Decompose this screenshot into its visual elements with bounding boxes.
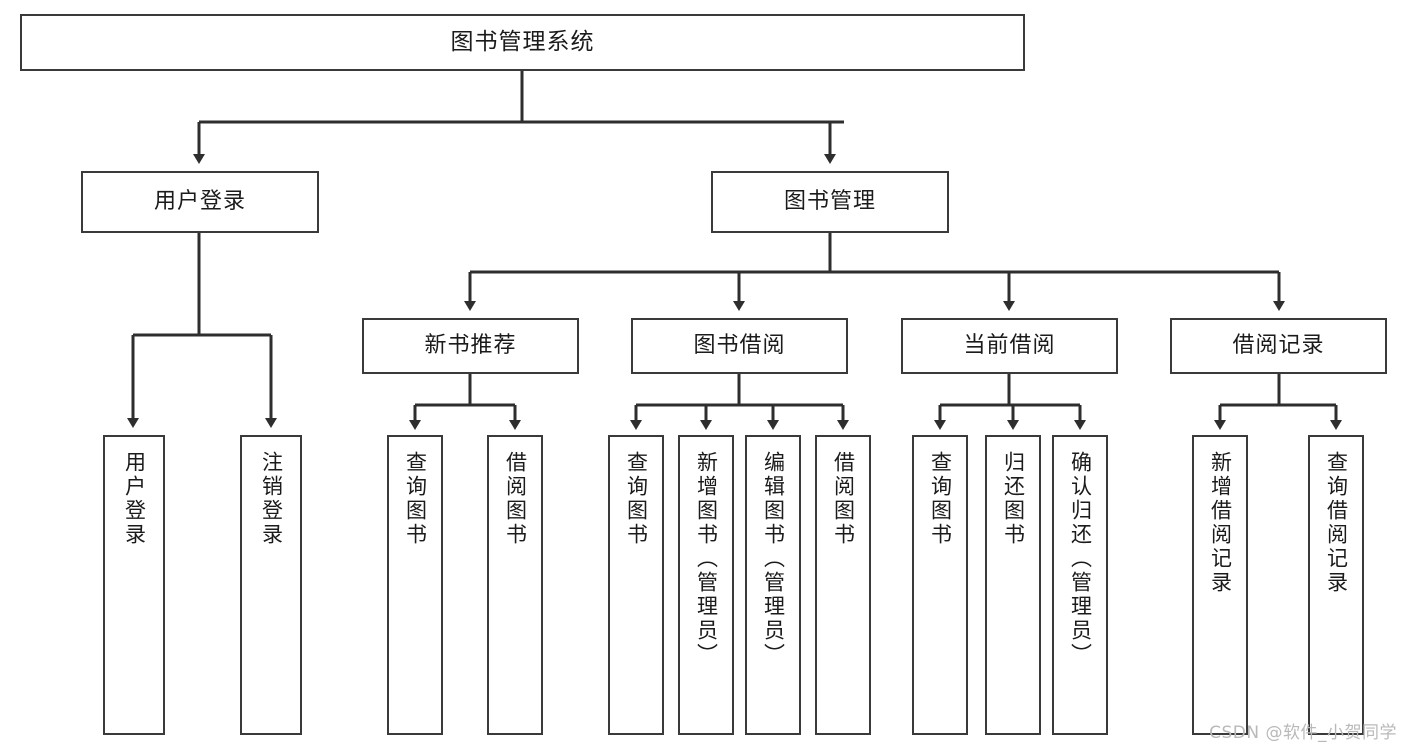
node-leaf-query-book-3-label: 查询图书 <box>928 451 953 547</box>
node-root[interactable]: 图书管理系统 <box>20 14 1025 71</box>
node-current-borrow-label: 当前借阅 <box>963 333 1056 359</box>
node-leaf-confirm-return[interactable]: 确认归还（管理员） <box>1052 435 1108 735</box>
node-user-login-label: 用户登录 <box>153 189 246 215</box>
node-leaf-query-book-2[interactable]: 查询图书 <box>608 435 664 735</box>
node-book-manage-label: 图书管理 <box>783 189 876 215</box>
node-leaf-add-record[interactable]: 新增借阅记录 <box>1192 435 1248 735</box>
node-leaf-borrow-book-2-label: 借阅图书 <box>831 451 856 547</box>
node-leaf-query-book-3[interactable]: 查询图书 <box>912 435 968 735</box>
node-leaf-query-record[interactable]: 查询借阅记录 <box>1308 435 1364 735</box>
node-leaf-edit-book[interactable]: 编辑图书（管理员） <box>745 435 801 735</box>
node-leaf-query-record-label: 查询借阅记录 <box>1324 451 1349 595</box>
node-leaf-borrow-book-1[interactable]: 借阅图书 <box>487 435 543 735</box>
node-leaf-user-login-label: 用户登录 <box>122 451 147 547</box>
node-new-book-recommend[interactable]: 新书推荐 <box>362 318 579 374</box>
node-leaf-logout[interactable]: 注销登录 <box>240 435 302 735</box>
node-book-borrow[interactable]: 图书借阅 <box>631 318 848 374</box>
node-book-manage[interactable]: 图书管理 <box>711 171 949 233</box>
node-leaf-return-book-label: 归还图书 <box>1001 451 1026 547</box>
node-leaf-edit-book-label: 编辑图书（管理员） <box>761 451 786 667</box>
node-current-borrow[interactable]: 当前借阅 <box>901 318 1118 374</box>
node-leaf-add-book[interactable]: 新增图书（管理员） <box>678 435 734 735</box>
node-leaf-confirm-return-label: 确认归还（管理员） <box>1068 451 1093 667</box>
node-user-login[interactable]: 用户登录 <box>81 171 319 233</box>
node-book-borrow-label: 图书借阅 <box>693 333 786 359</box>
node-borrow-record[interactable]: 借阅记录 <box>1170 318 1387 374</box>
node-borrow-record-label: 借阅记录 <box>1232 333 1325 359</box>
node-leaf-borrow-book-2[interactable]: 借阅图书 <box>815 435 871 735</box>
node-leaf-user-login[interactable]: 用户登录 <box>103 435 165 735</box>
node-leaf-query-book-1-label: 查询图书 <box>403 451 428 547</box>
node-new-book-recommend-label: 新书推荐 <box>424 333 517 359</box>
node-leaf-query-book-2-label: 查询图书 <box>624 451 649 547</box>
node-leaf-borrow-book-1-label: 借阅图书 <box>503 451 528 547</box>
node-root-label: 图书管理系统 <box>450 29 595 56</box>
node-leaf-logout-label: 注销登录 <box>259 451 284 547</box>
node-leaf-add-record-label: 新增借阅记录 <box>1208 451 1233 595</box>
node-leaf-query-book-1[interactable]: 查询图书 <box>387 435 443 735</box>
node-leaf-return-book[interactable]: 归还图书 <box>985 435 1041 735</box>
node-leaf-add-book-label: 新增图书（管理员） <box>694 451 719 667</box>
